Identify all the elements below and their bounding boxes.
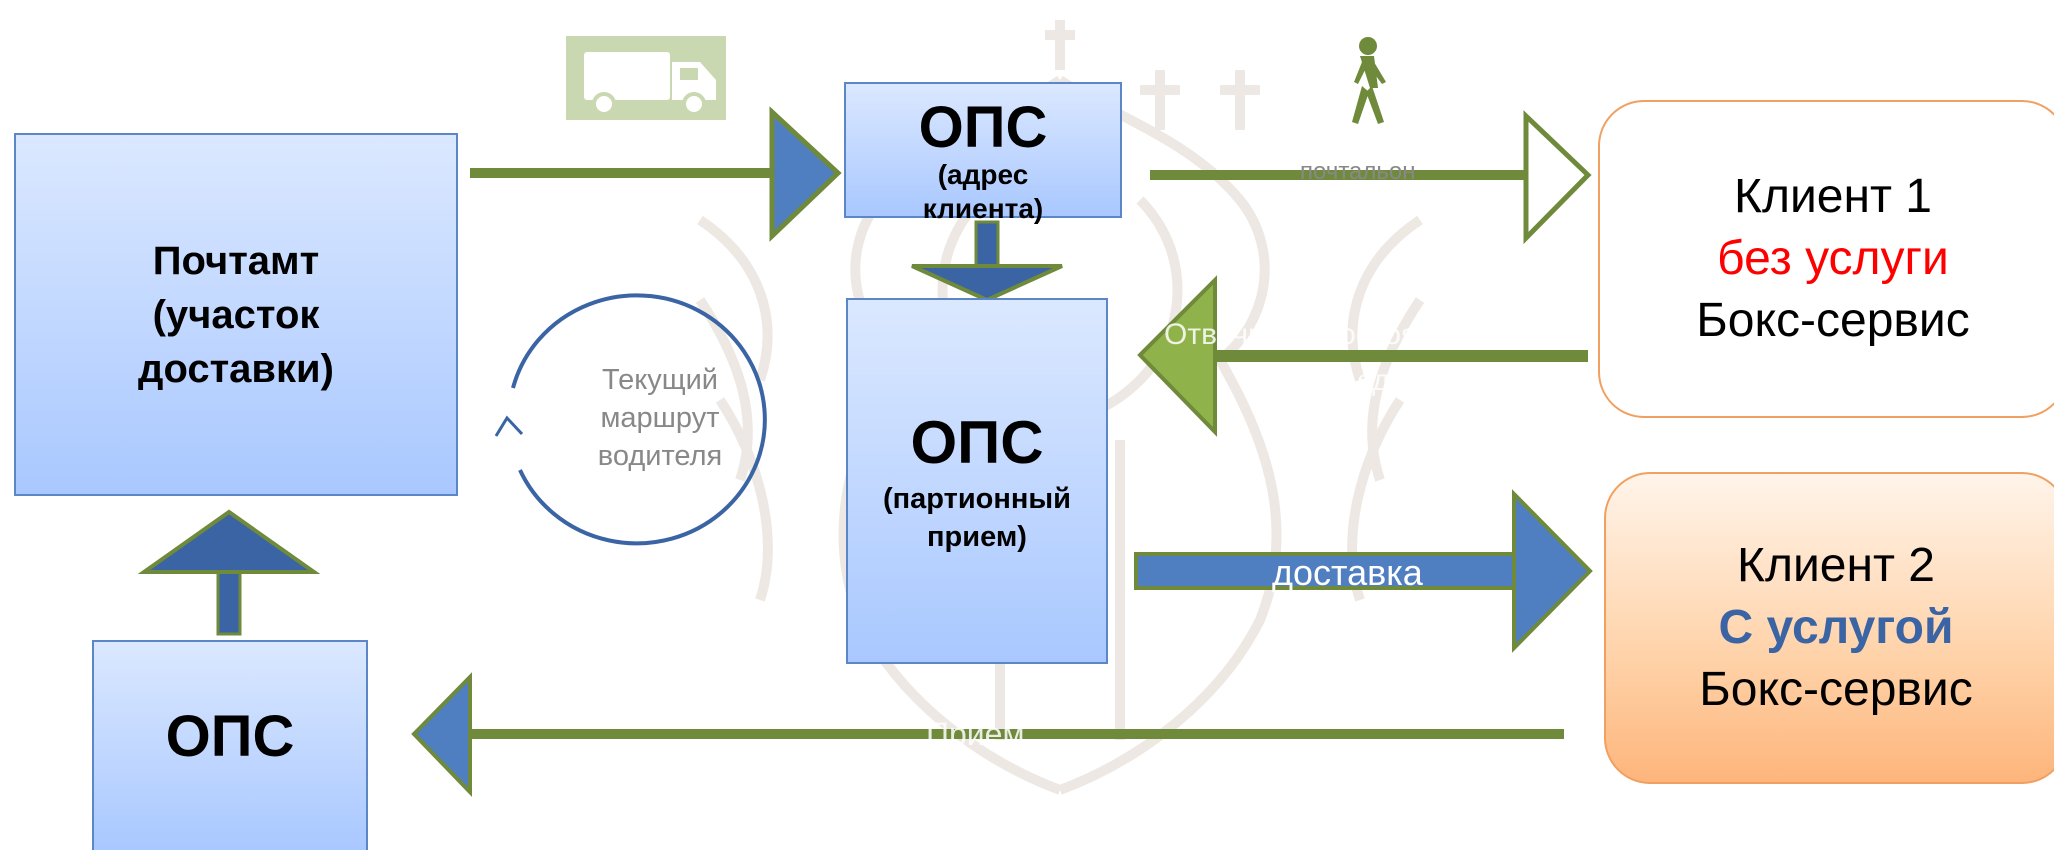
client2-card: Клиент 2 С услугой Бокс-сервис [1604,472,2054,784]
route-line1: Текущий [602,364,718,396]
ops-address-line1: (адрес [937,159,1029,190]
pochtamt-box: Почтамт (участок доставки) [14,133,458,496]
arrow-ops-address-down [911,220,1063,303]
self-pickup-label-line1: Отвечит самостоятельно [1164,318,1513,351]
ops-address-box: ОПС (адрес клиента) [844,82,1122,224]
delivery-label: доставка [1272,552,1423,593]
client2-name: Клиент 2 [1737,539,1935,592]
self-pickup-label-line2: в ОПС сдачи [1258,364,1439,397]
pochtamt-line2: (участок [152,292,320,337]
ops-batch-line2: прием) [927,521,1027,553]
client1-product: Бокс-сервис [1696,294,1970,347]
ops-batch-box: ОПС (партионный прием) [846,298,1108,664]
route-cycle-icon [494,293,767,546]
pochtamt-line1: Почтамт [152,238,320,283]
client1-name: Клиент 1 [1734,170,1932,223]
ops-bottom-box: ОПС [92,640,368,850]
arrow-ops-up-to-pochtamt [137,509,321,636]
ops-bottom-title: ОПС [165,703,295,769]
ops-address-line2: клиента) [922,193,1044,224]
pochtamt-line3: доставки) [138,346,334,391]
client2-service: С услугой [1718,601,1954,654]
arrow-delivery-to-client2 [1134,489,1593,653]
client2-product: Бокс-сервис [1699,663,1973,716]
client1-service: без услуги [1717,232,1949,285]
route-line3: водителя [597,440,723,472]
ops-batch-line1: (партионный [882,483,1071,515]
route-line2: маршрут [600,402,720,434]
ops-batch-title: ОПС [910,409,1044,476]
ops-address-title: ОПС [918,95,1048,160]
arrow-to-ops-address [470,106,842,242]
intake-label: Прием [926,716,1025,752]
arrow-self-pickup [1137,275,1588,437]
postman-label: почтальон [1300,158,1416,185]
arrow-postman-to-client1 [1150,110,1592,245]
route-label: Текущий маршрут водителя [540,360,780,476]
truck-icon [566,36,726,120]
walking-person-icon [1352,37,1386,124]
arrow-intake [411,672,1564,797]
client1-card: Клиент 1 без услуги Бокс-сервис [1598,100,2054,418]
